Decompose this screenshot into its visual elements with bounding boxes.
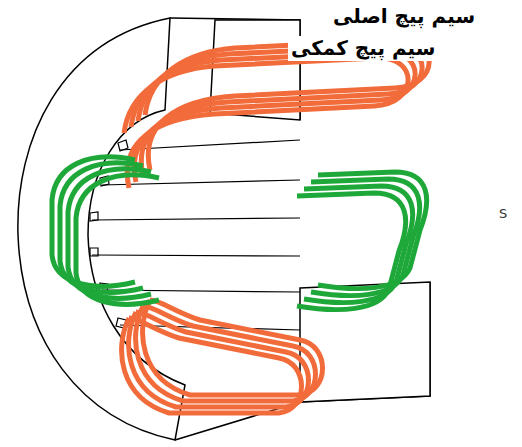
winding-label: سیم پیچ اصلی [330,4,478,29]
cut-off-label: S [496,206,510,222]
main-winding [122,40,430,413]
winding-label: سیم پیچ کمکی [288,36,438,61]
auxiliary-winding [52,157,427,310]
